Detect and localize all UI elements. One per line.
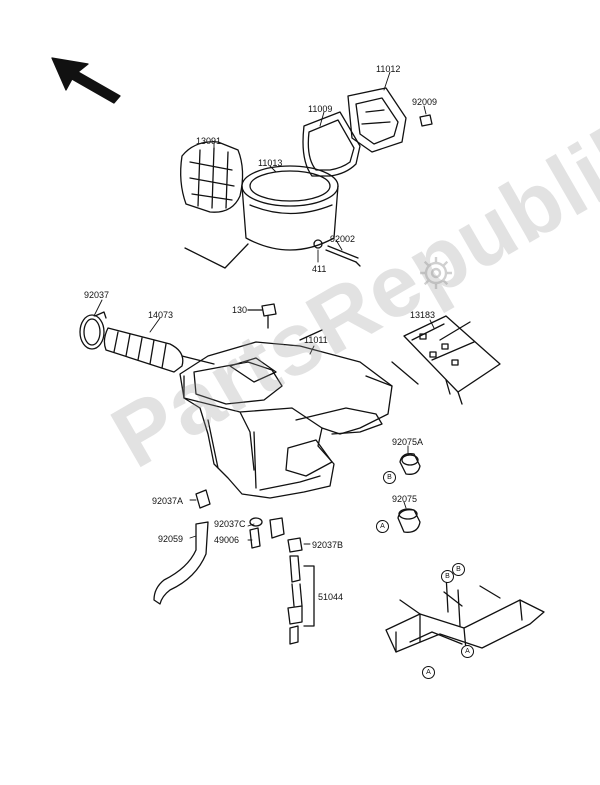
part-92075A-cap: [399, 453, 421, 475]
part-11009-gasket: [302, 111, 361, 177]
part-label-411: 411: [312, 264, 327, 274]
gear-icon: [420, 257, 452, 289]
part-label-14073: 14073: [148, 310, 174, 320]
part-92002-bolt: [313, 239, 361, 267]
ref-frame-drawing: [385, 573, 545, 653]
part-51044-drain-tube: [287, 537, 315, 645]
part-label-92075: 92075: [392, 494, 418, 504]
marker-b-circle: B: [383, 471, 396, 484]
part-label-13091: 13091: [196, 136, 222, 146]
frame-marker-b: B: [441, 570, 454, 583]
part-92037A-cap: [195, 489, 211, 509]
part-label-11011: 11011: [304, 335, 328, 345]
part-92075-cap: [397, 508, 421, 533]
part-14073-duct: [103, 327, 215, 373]
part-label-92059: 92059: [158, 534, 184, 544]
part-11011-housing: [179, 329, 419, 499]
part-label-13183: 13183: [410, 310, 436, 320]
part-label-11009: 11009: [308, 104, 333, 114]
part-label-92037: 92037: [84, 290, 110, 300]
part-label-92037A: 92037A: [152, 496, 184, 506]
front-direction-arrow: [51, 57, 121, 104]
part-92059-hose: [153, 521, 209, 605]
part-label-130: 130: [232, 305, 248, 315]
part-11012-cover: [347, 87, 407, 153]
part-label-11013: 11013: [258, 158, 283, 168]
part-13183-plate: [403, 315, 501, 405]
part-label-92075A: 92075A: [392, 437, 424, 447]
marker-a-circle: A: [376, 520, 389, 533]
part-label-92002: 92002: [330, 234, 356, 244]
part-92037C-clip: [249, 517, 285, 549]
part-label-92037C: 92037C: [214, 519, 246, 529]
part-label-51044: 51044: [318, 592, 344, 602]
frame-marker-b-2: B: [452, 563, 465, 576]
part-label-11012: 11012: [376, 64, 401, 74]
frame-marker-a-2: A: [422, 666, 435, 679]
part-label-92037B: 92037B: [312, 540, 344, 550]
part-92037-clamp: [79, 311, 107, 350]
frame-marker-a: A: [461, 645, 474, 658]
part-11013-element: [184, 165, 339, 269]
part-label-49006: 49006: [214, 535, 240, 545]
part-92009-screw: [419, 114, 433, 127]
part-13091-holder: [180, 141, 244, 213]
part-label-92009: 92009: [412, 97, 438, 107]
